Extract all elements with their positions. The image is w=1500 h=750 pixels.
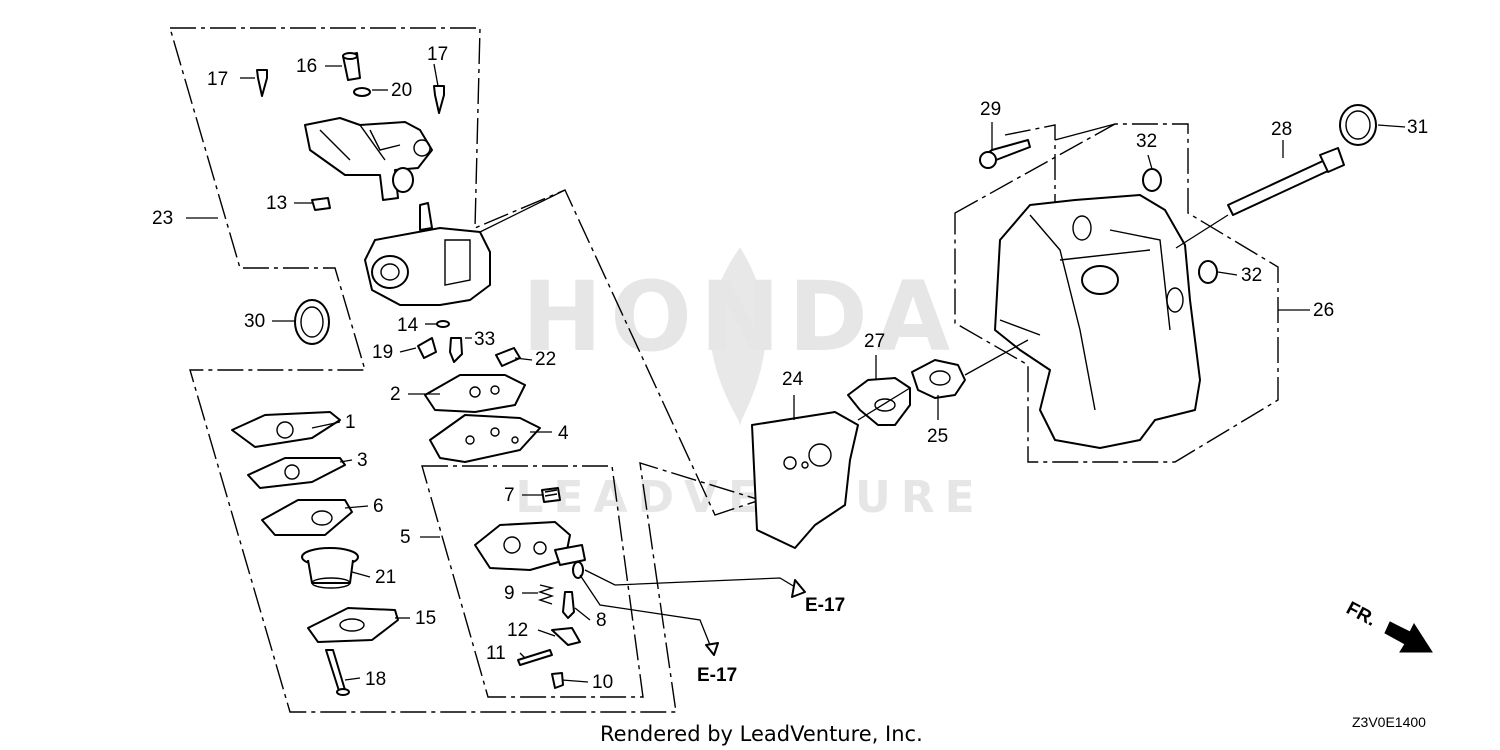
lever-12: [551, 627, 581, 646]
alignment-line-4: [1175, 214, 1229, 249]
callout-22: 22: [535, 349, 556, 370]
callout-31: 31: [1407, 117, 1428, 138]
gasket-25: [911, 359, 966, 399]
callout-28: 28: [1271, 119, 1292, 140]
callout-12: 12: [507, 620, 528, 641]
callout-13: 13: [266, 193, 287, 214]
front-arrow-icon: [1384, 621, 1433, 653]
reference-arrows: [579, 569, 806, 656]
callout-5: 5: [400, 527, 411, 548]
ring-31: [1339, 104, 1377, 146]
callout-18: 18: [365, 669, 386, 690]
pump-body-5: [474, 521, 586, 579]
callout-3: 3: [357, 450, 368, 471]
callout-labels: 1 2 3 4 5 6 7 8 9 10 11 12 13 14 15 16 1…: [152, 44, 1428, 693]
screw-17-right: [433, 85, 445, 114]
alignment-line-5: [1054, 123, 1116, 141]
diaphragm-3: [247, 457, 346, 489]
callout-9: 9: [504, 583, 515, 604]
callout-32-top: 32: [1136, 131, 1157, 152]
carburetor-body-lower: [364, 202, 491, 306]
collar-32-right: [1198, 260, 1218, 284]
ring-30: [294, 299, 330, 345]
cover-15: [307, 607, 399, 643]
bolt-28: [1227, 147, 1345, 216]
callout-19: 19: [372, 342, 393, 363]
watermark-dealer: LEADVENTURE: [515, 472, 984, 523]
callout-21: 21: [375, 567, 396, 588]
callout-27: 27: [864, 331, 885, 352]
callout-26: 26: [1313, 300, 1334, 321]
callout-14: 14: [397, 315, 419, 336]
callout-29: 29: [980, 99, 1001, 120]
o-ring-20: [353, 87, 371, 97]
callout-30: 30: [244, 311, 265, 332]
gasket-4: [429, 414, 541, 463]
cover-6: [261, 499, 353, 536]
front-direction-marker: FR.: [1343, 598, 1433, 653]
carburetor-body-upper: [304, 117, 433, 201]
callout-15: 15: [415, 608, 436, 629]
pin-11: [517, 649, 553, 666]
reference-e17-left[interactable]: E-17: [697, 665, 737, 686]
callout-7: 7: [504, 485, 515, 506]
plate-22: [495, 347, 521, 367]
cap-19: [417, 337, 437, 359]
group-outline-23: [169, 27, 763, 713]
callout-10: 10: [592, 672, 613, 693]
callout-8: 8: [596, 610, 607, 631]
callout-32-right: 32: [1241, 265, 1262, 286]
callout-4: 4: [558, 423, 569, 444]
callout-20: 20: [391, 80, 412, 101]
bracket-26: [994, 194, 1201, 449]
diagram-code: Z3V0E1400: [1352, 714, 1426, 730]
cup-21: [301, 547, 359, 589]
watermark-flame-logo: [710, 247, 766, 426]
bolt-29: [979, 139, 1031, 169]
callout-25: 25: [927, 426, 948, 447]
watermark: HONDA LEADVENTURE: [515, 247, 984, 523]
gasket-27: [847, 377, 911, 426]
spring-9: [537, 584, 555, 605]
o-ring-14: [436, 320, 450, 328]
jet-33: [449, 337, 463, 363]
callout-2: 2: [390, 384, 401, 405]
gasket-24: [751, 411, 859, 549]
alignment-line-2: [964, 339, 1029, 376]
watermark-brand: HONDA: [522, 261, 958, 373]
front-marker-label: FR.: [1343, 598, 1380, 631]
callout-23: 23: [152, 208, 173, 229]
leader-lines: [186, 63, 1406, 683]
screw-10: [551, 672, 564, 689]
credit-text: Rendered by LeadVenture, Inc.: [600, 722, 923, 746]
fitting-16: [342, 52, 361, 81]
callout-33: 33: [474, 329, 495, 350]
callout-6: 6: [373, 496, 384, 517]
gasket-2: [424, 374, 526, 413]
screw-17-left: [256, 69, 268, 97]
needle-8: [562, 591, 575, 619]
group-outline-5: [421, 465, 644, 698]
alignment-line-1: [479, 189, 566, 233]
group-outline-26: [954, 123, 1279, 463]
spring-7: [541, 487, 561, 503]
callout-11: 11: [486, 643, 506, 664]
alignment-line-3: [857, 387, 911, 421]
callout-1: 1: [345, 412, 356, 433]
collar-32-top: [1142, 168, 1162, 192]
screw-18: [325, 649, 350, 696]
reference-e17-right[interactable]: E-17: [805, 595, 845, 616]
callout-24: 24: [782, 369, 804, 390]
callout-16: 16: [296, 56, 317, 77]
callout-17-right: 17: [427, 44, 448, 65]
callout-17-left: 17: [207, 69, 228, 90]
clip-13: [311, 197, 331, 211]
gasket-1: [231, 411, 341, 448]
